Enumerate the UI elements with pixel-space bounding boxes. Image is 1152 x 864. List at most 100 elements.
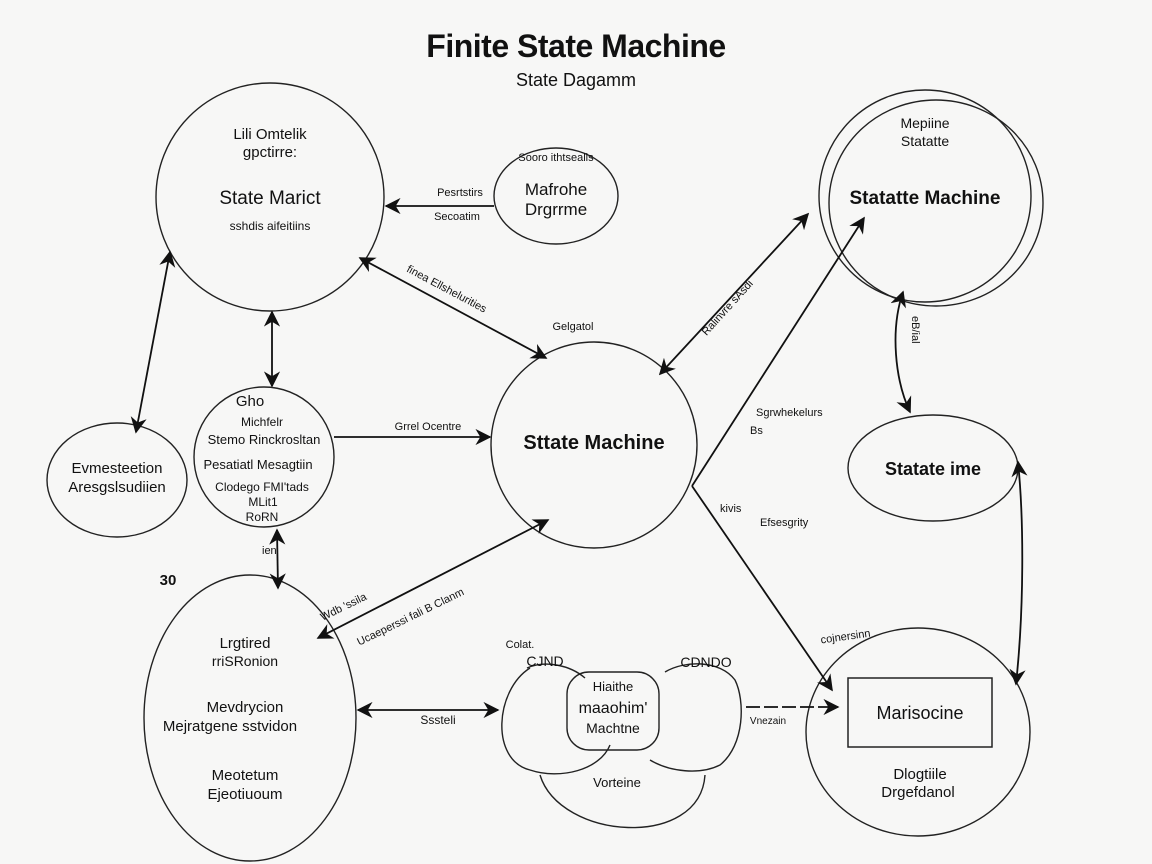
transition-center-to-top-right[interactable]: Ralinvre sAsdi (658, 212, 810, 376)
bottom-lobe (539, 774, 706, 829)
node-text: Ejeotiuoum (207, 786, 282, 803)
node-text: Meotetum (212, 767, 279, 784)
transition-arrow (890, 290, 912, 414)
node-text: Mepiine (900, 115, 949, 131)
transition-mid-left-to-bottom-left[interactable]: ien (262, 528, 286, 590)
node-text: maaohim' (579, 700, 648, 717)
node-text: Dlogtiile (893, 766, 946, 783)
node-text: Gho (236, 393, 264, 410)
state-node-right-mid[interactable]: Statate ime (847, 414, 1019, 522)
node-title: State Marict (219, 188, 321, 209)
node-text: Mafrohe (525, 180, 587, 199)
node-text: Clodego FMI'tads (215, 480, 309, 494)
page-subtitle: State Dagamm (515, 70, 637, 90)
state-node-mid-left[interactable]: Gho Michfelr Stemo Rinckrosltan Pesatiat… (193, 386, 335, 528)
node-text: Aresgslsudiien (68, 479, 166, 496)
transition-label: ien (262, 545, 277, 557)
node-text: Lili Omtelik (233, 126, 307, 143)
transition-arrow (316, 519, 550, 639)
transition-label: Ralinvre sAsdi (700, 278, 756, 338)
node-text: Mejratgene sstvidon (163, 718, 297, 735)
transition-label: Efsesgrity (760, 517, 809, 529)
transition-label: Bs (750, 425, 763, 437)
node-number: 30 (160, 572, 177, 589)
node-text: Mevdrycion (207, 699, 284, 716)
transition-arrow (130, 250, 176, 434)
node-caption: Sooro ithtsealls (518, 152, 594, 164)
state-ellipse (805, 627, 1031, 837)
transition-label: Grrel Ocentre (395, 421, 462, 433)
state-node-center[interactable]: Sttate Machine Gelgatol (490, 321, 698, 549)
node-title: Statatte Machine (850, 188, 1001, 209)
state-ellipse (493, 147, 619, 245)
node-text: Vorteine (593, 775, 641, 790)
state-node-left-small[interactable]: Evmesteetion Aresgslsudiien (46, 422, 188, 538)
state-node-top-small[interactable]: Sooro ithtsealls Mafrohe Drgrrme (493, 147, 619, 245)
node-text: Evmesteetion (72, 460, 163, 477)
state-box (847, 677, 993, 748)
transition-label: eB/ial (909, 316, 921, 344)
transition-center-to-bottom-left[interactable]: Ucaeperssi fali B Clanm Wdb 'ssila (316, 519, 550, 648)
left-lobe (501, 667, 611, 775)
node-title: Sttate Machine (523, 432, 664, 454)
transition-top-left-to-center[interactable]: finea Ellshelurities (358, 257, 548, 359)
transition-mid-left-to-center[interactable]: Grrel Ocentre (334, 421, 492, 446)
state-circle (818, 89, 1032, 303)
transition-center-right-to-top-right[interactable]: Sgrwhekelurs Bs (691, 216, 865, 487)
transition-arrow (269, 528, 286, 590)
node-text: gpctirre: (243, 144, 297, 161)
outer-ring (828, 99, 1044, 307)
transition-label: kivis (720, 503, 742, 515)
node-title: Marisocine (876, 703, 963, 723)
node-text: Statatte (901, 133, 949, 149)
transition-bottom-left-to-bottom-mid[interactable]: Sssteli (356, 701, 500, 727)
node-text: MLit1 (248, 495, 278, 509)
transition-right-mid-to-bottom-right[interactable] (1009, 460, 1028, 686)
state-ellipse (143, 574, 357, 862)
transition-top-right-to-right-mid[interactable]: eB/ial (890, 290, 921, 414)
node-caption: Colat. (506, 639, 535, 651)
transition-bottom-mid-to-bottom-right[interactable]: Vnezain (746, 698, 840, 727)
node-text: Drgefdanol (881, 784, 954, 801)
transition-left-small-to-top-left[interactable] (130, 250, 176, 434)
transition-arrow (691, 485, 833, 692)
node-text: rriSRonion (212, 653, 278, 669)
transition-label: Sgrwhekelurs (756, 407, 823, 419)
node-text: Lrgtired (220, 635, 271, 652)
transition-label: Sssteli (420, 713, 455, 727)
node-caption: cojnersinn (820, 628, 871, 647)
node-caption: Gelgatol (553, 321, 594, 333)
right-lobe (649, 663, 742, 772)
node-text: CDNDO (680, 654, 731, 670)
center-box (566, 671, 660, 751)
node-text: Stemo Rinckrosltan (208, 432, 321, 447)
node-title: Statate ime (885, 459, 981, 479)
transition-label: Secoatim (434, 211, 480, 223)
node-text: RoRN (246, 510, 279, 524)
state-node-bottom-left[interactable]: Lrgtired rriSRonion Mevdrycion Mejratgen… (143, 572, 357, 862)
transition-arrow (1009, 460, 1028, 686)
node-note: sshdis aifeitiins (230, 219, 311, 233)
transition-center-to-bottom-right[interactable]: kivis Efsesgrity (691, 485, 833, 692)
node-text: Drgrrme (525, 200, 587, 219)
state-node-top-right[interactable]: Mepiine Statatte Statatte Machine (818, 89, 1044, 307)
page-title: Finite State Machine (426, 28, 726, 64)
transition-label: Ucaeperssi fali B Clanm (355, 586, 466, 648)
node-text: Michfelr (241, 415, 283, 429)
state-ellipse (46, 422, 188, 538)
state-node-bottom-mid[interactable]: Colat. CJND CDNDO Hiaithe maaohim' Macht… (501, 639, 742, 829)
state-node-bottom-right[interactable]: Marisocine Dlogtiile Drgefdanol cojnersi… (805, 627, 1031, 837)
transition-arrow (658, 212, 810, 376)
transition-label: Wdb 'ssila (319, 591, 370, 624)
transition-top-small-to-top-left[interactable]: Pesrtstirs Secoatim (384, 187, 494, 223)
state-node-top-left[interactable]: Lili Omtelik gpctirre: State Marict sshd… (155, 82, 385, 312)
node-text: Hiaithe (593, 679, 633, 694)
node-text: CJND (526, 653, 563, 669)
left-lobe-top (526, 663, 586, 679)
transition-label: Pesrtstirs (437, 187, 483, 199)
transition-arrow (358, 257, 548, 359)
node-text: Pesatiatl Mesagtiin (203, 457, 312, 472)
transition-arrow (691, 216, 865, 487)
transition-label: Vnezain (750, 716, 786, 727)
